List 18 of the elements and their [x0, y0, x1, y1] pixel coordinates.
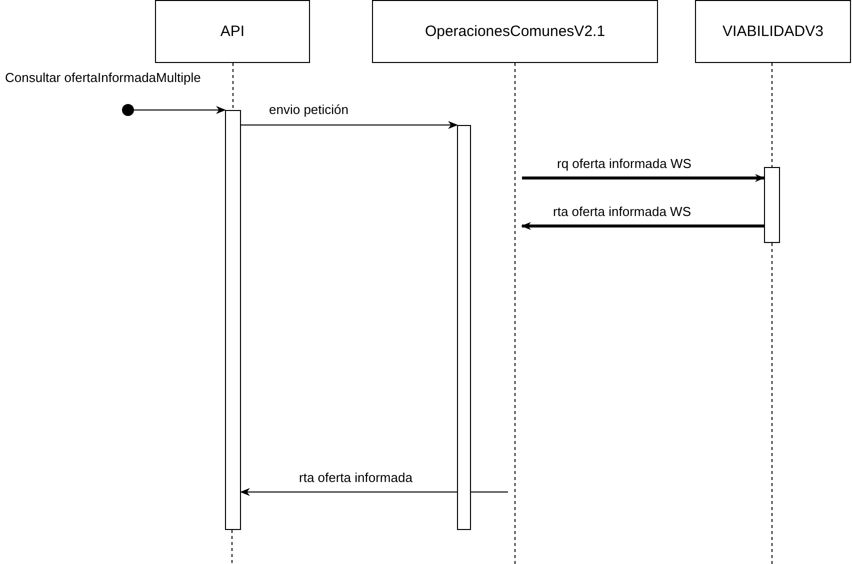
- participant-box: OperacionesComunesV2.1: [372, 0, 658, 63]
- message-label: rta oferta informada WS: [552, 204, 692, 219]
- message-label: envio petición: [268, 102, 350, 117]
- message-arrow: [134, 106, 226, 114]
- lifeline: [232, 62, 234, 110]
- activation-bar: [764, 167, 780, 243]
- participant-box: API: [155, 0, 310, 63]
- message-arrow: [522, 174, 765, 182]
- message-arrow: [521, 222, 764, 230]
- activation-bar: [457, 125, 471, 530]
- start-dot: [122, 104, 134, 116]
- message-arrow: [240, 121, 458, 129]
- message-label: rta oferta informada: [298, 470, 414, 485]
- activation-bar: [225, 110, 241, 530]
- message-arrow: [240, 488, 508, 496]
- participant-box: VIABILIDADV3: [695, 0, 851, 63]
- message-label: Consultar ofertaInformadaMultiple: [4, 70, 202, 85]
- message-label: rq oferta informada WS: [556, 156, 692, 171]
